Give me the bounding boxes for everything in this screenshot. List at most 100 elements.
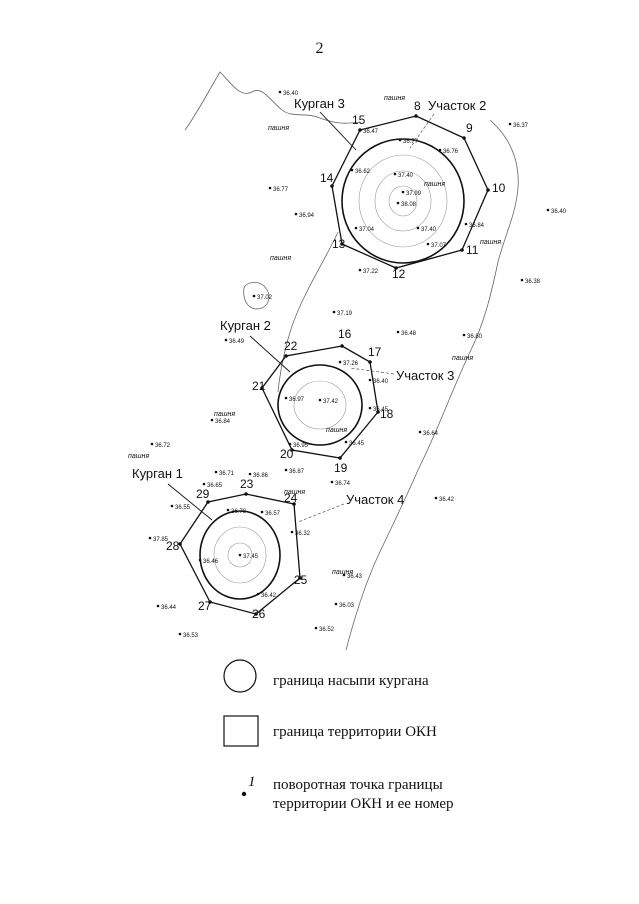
elevation-label: 36.40 bbox=[283, 91, 299, 97]
elevation-label: 36.32 bbox=[295, 531, 311, 537]
elevation-label: 37.42 bbox=[323, 399, 339, 405]
site-label-2: Участок 2 bbox=[428, 98, 486, 113]
turning-point-number: 10 bbox=[492, 181, 506, 195]
terrain-lines bbox=[184, 71, 519, 651]
elevation-label: 37.85 bbox=[153, 537, 169, 543]
kurgan-label-1: Курган 1 bbox=[132, 466, 183, 481]
turning-point-dot bbox=[394, 266, 398, 270]
turning-point-number: 15 bbox=[352, 113, 366, 127]
elevation-label: 36.72 bbox=[155, 443, 171, 449]
elevation-dot bbox=[342, 573, 346, 577]
elevation-dot bbox=[224, 338, 228, 342]
elevation-label: 38.08 bbox=[401, 202, 417, 208]
elevation-label: 37.07 bbox=[431, 243, 447, 249]
turning-point-dot bbox=[290, 448, 294, 452]
elevation-dot bbox=[178, 632, 182, 636]
elevation-dot bbox=[202, 482, 206, 486]
elevation-label: 37.26 bbox=[343, 361, 359, 367]
mound-boundary-1 bbox=[199, 510, 281, 600]
elevation-label: 36.40 bbox=[373, 379, 389, 385]
legend-turning-point-line1: поворотная точка границы bbox=[273, 777, 443, 793]
turning-point-dot bbox=[292, 502, 296, 506]
elevation-dot bbox=[294, 212, 298, 216]
turning-point-number: 23 bbox=[240, 477, 254, 491]
elevation-label: 36.03 bbox=[339, 603, 355, 609]
elevation-dot bbox=[238, 553, 242, 557]
turning-point-dot bbox=[298, 576, 302, 580]
elevation-dot bbox=[368, 378, 372, 382]
turning-point-number: 25 bbox=[294, 573, 308, 587]
elevation-label: 36.97 bbox=[289, 397, 305, 403]
territory-boundary-2 bbox=[261, 345, 379, 459]
turning-point-dot bbox=[206, 500, 210, 504]
elevation-label: 36.38 bbox=[525, 279, 541, 285]
turning-point-number: 16 bbox=[338, 327, 352, 341]
legend: 1 bbox=[223, 659, 259, 797]
turning-point-dot bbox=[254, 612, 258, 616]
turning-point-number: 14 bbox=[320, 171, 334, 185]
terrain-label: пашня bbox=[452, 355, 473, 362]
elevation-dot bbox=[426, 242, 430, 246]
turning-point-number: 8 bbox=[414, 99, 421, 113]
terrain-label: пашня bbox=[214, 411, 235, 418]
elevation-dot bbox=[278, 90, 282, 94]
turning-point-number: 26 bbox=[252, 607, 266, 621]
elevation-label: 36.55 bbox=[175, 505, 191, 511]
elevation-label: 36.40 bbox=[551, 209, 567, 215]
site-label-4: Участок 4 bbox=[346, 492, 404, 507]
mound-boundaries bbox=[199, 138, 465, 600]
turning-point-dot bbox=[208, 600, 212, 604]
elevation-dot bbox=[248, 472, 252, 476]
kurgan-leader-line bbox=[319, 111, 357, 151]
elevation-label: 37.40 bbox=[421, 227, 437, 233]
contour-ring-0 bbox=[358, 154, 448, 248]
elevation-label: 36.45 bbox=[373, 407, 389, 413]
elevation-dot bbox=[398, 138, 402, 142]
elevation-label: 37.45 bbox=[243, 554, 259, 560]
turning-point-number: 27 bbox=[198, 599, 212, 613]
elevation-label: 37.40 bbox=[398, 173, 414, 179]
territory-boundary-3 bbox=[179, 493, 301, 615]
kurgan-leader-line bbox=[249, 335, 291, 373]
elevation-dot bbox=[396, 330, 400, 334]
terrain-label: пашня bbox=[284, 489, 305, 496]
turning-point-number: 20 bbox=[280, 447, 294, 461]
elevation-label: 36.84 bbox=[215, 419, 231, 425]
elevation-label: 36.74 bbox=[335, 481, 351, 487]
elevation-dot bbox=[214, 470, 218, 474]
page-number: 2 bbox=[315, 40, 324, 57]
elevation-label: 36.95 bbox=[293, 443, 309, 449]
elevation-label: 36.49 bbox=[229, 339, 245, 345]
territory-boundaries bbox=[179, 115, 489, 615]
elevation-dot bbox=[396, 201, 400, 205]
elevation-label: 36.47 bbox=[363, 129, 379, 135]
elevation-dot bbox=[438, 148, 442, 152]
elevation-dot bbox=[334, 602, 338, 606]
elevation-label: 36.42 bbox=[261, 593, 277, 599]
turning-point-number: 22 bbox=[284, 339, 298, 353]
elevation-label: 36.65 bbox=[207, 483, 223, 489]
elevation-label: 36.86 bbox=[253, 473, 269, 479]
elevation-label: 36.76 bbox=[443, 149, 459, 155]
turning-point-dot bbox=[284, 354, 288, 358]
site-label-3: Участок 3 bbox=[396, 368, 454, 383]
elevation-label: 36.77 bbox=[273, 187, 289, 193]
elevation-label: 37.02 bbox=[257, 295, 273, 301]
kurgan-label-2: Курган 2 bbox=[220, 318, 271, 333]
turning-point-number: 12 bbox=[392, 267, 406, 281]
turning-point-dot bbox=[340, 344, 344, 348]
turning-point-number: 21 bbox=[252, 379, 266, 393]
elevation-dot bbox=[284, 468, 288, 472]
elevation-dot bbox=[148, 536, 152, 540]
turning-point-number: 9 bbox=[466, 121, 473, 135]
elevation-dot bbox=[198, 558, 202, 562]
elevation-dot bbox=[290, 530, 294, 534]
turning-point-dot bbox=[376, 410, 380, 414]
turning-point-dot bbox=[368, 360, 372, 364]
elevation-dot bbox=[252, 294, 256, 298]
terrain-label: пашня bbox=[424, 181, 445, 188]
terrain-label: пашня bbox=[332, 569, 353, 576]
terrain-label: пашня bbox=[326, 427, 347, 434]
elevation-dot bbox=[150, 442, 154, 446]
terrain-label: пашня bbox=[268, 125, 289, 132]
